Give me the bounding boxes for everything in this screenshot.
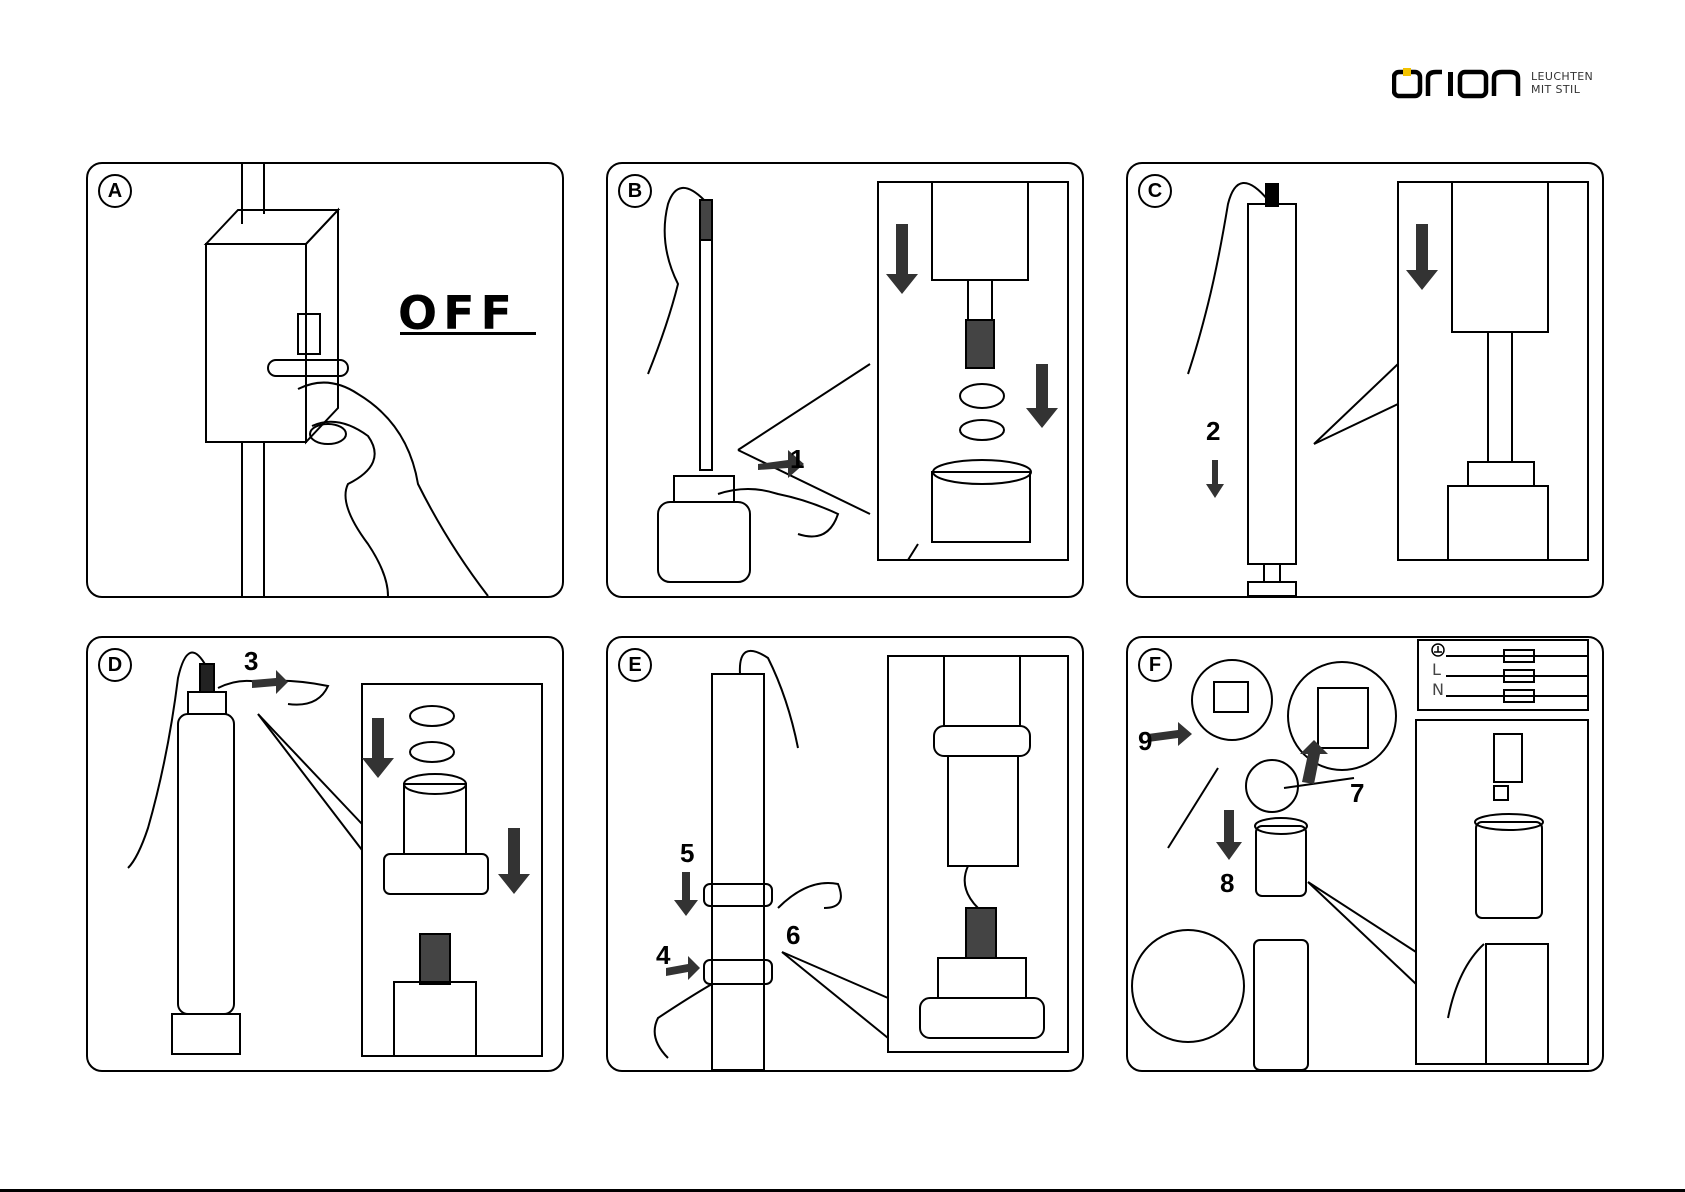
panel-d: D 3 [86,636,564,1072]
wiring-label-l: L [1432,660,1441,679]
brand-tagline: LEUCHTEN MIT STIL [1531,70,1593,96]
arrow-down-icon [886,224,918,294]
wiring-label-n: N [1432,680,1444,699]
off-label: OFF [398,286,518,340]
arrow-down-icon [1216,810,1242,860]
panel-c: C 2 [1126,162,1604,598]
step-5: 5 [680,838,694,869]
panel-f: F 9 7 8 L N [1126,636,1604,1072]
rotate-arrow-icon [666,956,700,980]
step-9: 9 [1138,726,1152,757]
arrow-down-icon [1206,460,1224,498]
ground-icon [1432,644,1444,656]
panel-e-badge: E [618,648,652,682]
tube-lock-illustration [88,638,562,1070]
step-1: 1 [790,444,804,475]
tube-fit-illustration [1128,164,1602,596]
step-8: 8 [1220,868,1234,899]
rotate-arrow-icon [1148,722,1192,746]
panel-e: E 5 4 6 [606,636,1084,1072]
tagline-line-1: LEUCHTEN [1531,70,1593,83]
arrow-down-icon [1406,224,1438,290]
panel-a: A OFF [86,162,564,598]
panel-c-badge: C [1138,174,1172,208]
arrow-down-icon [674,872,698,916]
step-6: 6 [786,920,800,951]
step-3: 3 [244,646,258,677]
step-7: 7 [1350,778,1364,809]
step-4: 4 [656,940,670,971]
panel-b: B 1 [606,162,1084,598]
arrow-down-icon [1026,364,1058,428]
brand-logo: LEUCHTEN MIT STIL [1392,64,1612,100]
orion-logo-mark [1392,64,1532,100]
panel-d-badge: D [98,648,132,682]
arrow-down-icon [362,718,394,778]
panel-f-badge: F [1138,648,1172,682]
step-2: 2 [1206,416,1220,447]
panel-a-badge: A [98,174,132,208]
tagline-line-2: MIT STIL [1531,83,1593,96]
rotate-arrow-icon [1300,740,1328,784]
panel-b-badge: B [618,174,652,208]
wiring-illustration [1128,638,1602,1070]
nut-removal-illustration [608,164,1082,596]
arrow-down-icon [498,828,530,894]
breaker-illustration [88,164,562,596]
